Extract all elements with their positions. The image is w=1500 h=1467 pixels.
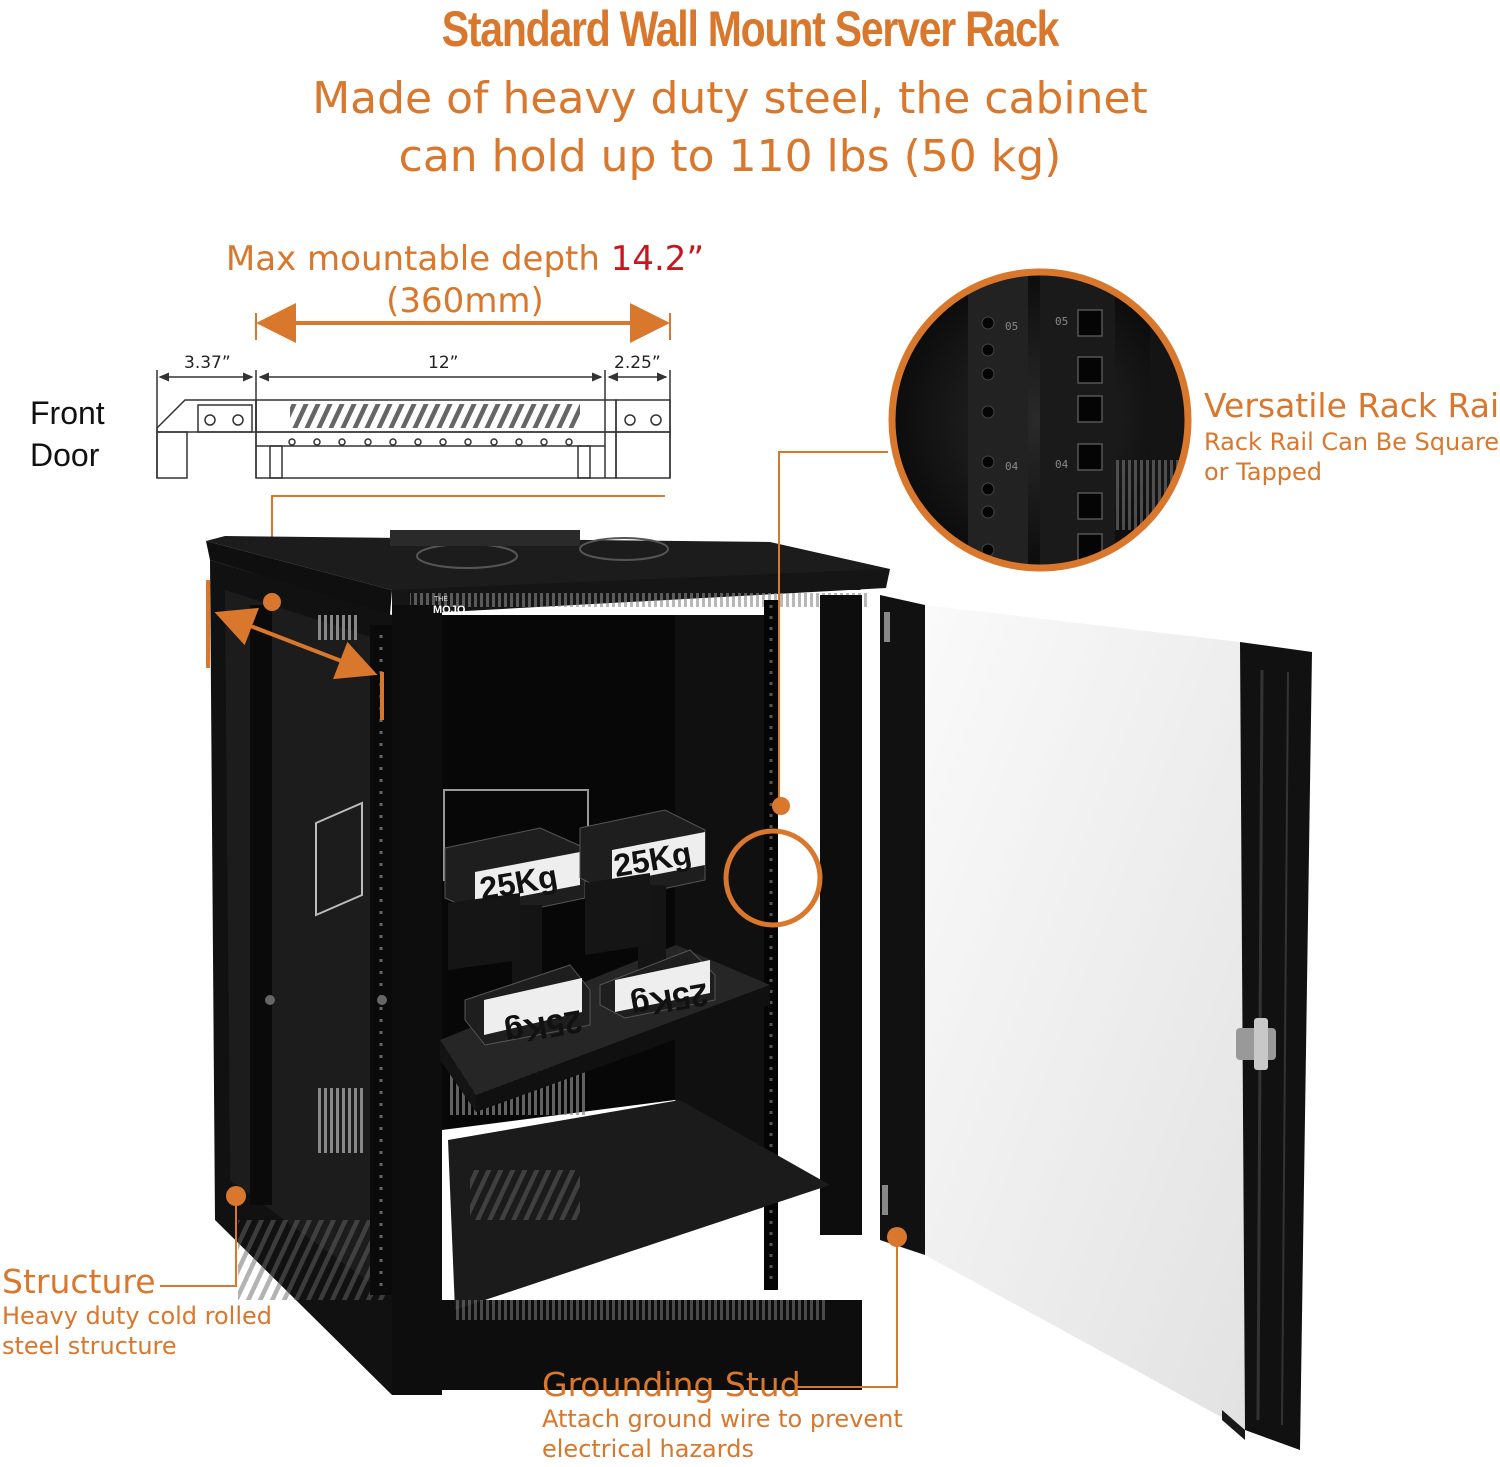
weight-right <box>579 809 716 1019</box>
subtitle-line-1: Made of heavy duty steel, the cabinet <box>312 73 1148 124</box>
page-subtitle: Made of heavy duty steel, the cabinet ca… <box>250 70 1210 186</box>
depth-arrow <box>255 303 671 343</box>
structure-callout: Structure Heavy duty cold rolled steel s… <box>2 1262 272 1361</box>
subtitle-line-2: can hold up to 110 lbs (50 kg) <box>398 131 1062 182</box>
grounding-desc-2: electrical hazards <box>542 1435 754 1463</box>
brand-small-text: THE <box>434 596 448 603</box>
glass-door <box>880 595 1312 1450</box>
front-door-line-2: Door <box>30 437 100 473</box>
dim-left-text: 3.37” <box>184 353 231 373</box>
dimension-schematic <box>156 370 671 479</box>
rack-rail-callout: Versatile Rack Rail Rack Rail Can Be Squ… <box>1204 386 1500 487</box>
rail-number-05b: 05 <box>1055 315 1068 328</box>
rack-rail-desc-2: or Tapped <box>1204 458 1323 486</box>
front-door-line-1: Front <box>30 395 105 431</box>
rail-number-04b: 04 <box>1055 458 1069 471</box>
dim-right-text: 2.25” <box>614 353 661 373</box>
page-title: Standard Wall Mount Server Rack <box>441 1 1060 57</box>
grounding-title: Grounding Stud <box>542 1365 801 1404</box>
depth-label-prefix: Max mountable depth <box>225 239 600 279</box>
dim-mid-text: 12” <box>428 353 459 373</box>
grounding-pointer <box>797 1227 907 1388</box>
grounding-callout: Grounding Stud Attach ground wire to pre… <box>542 1365 903 1464</box>
structure-desc-1: Heavy duty cold rolled <box>2 1302 273 1330</box>
depth-value: 14.2” <box>610 239 705 279</box>
depth-label: Max mountable depth 14.2” (360mm) <box>200 238 730 322</box>
cabinet-body <box>206 530 890 1395</box>
grounding-desc-1: Attach ground wire to prevent <box>542 1405 903 1433</box>
rail-number-05a: 05 <box>1005 320 1018 333</box>
brand-logo-text: MOJO <box>433 604 466 616</box>
rack-rail-desc-1: Rack Rail Can Be Square <box>1204 428 1500 456</box>
front-door-label: Front Door <box>30 392 105 476</box>
structure-depth-arrow <box>206 580 384 720</box>
rail-number-04a: 04 <box>1005 460 1019 473</box>
rack-rail-zoom: 05 05 04 04 <box>888 268 1192 572</box>
rack-rail-title: Versatile Rack Rail <box>1204 386 1500 425</box>
structure-title: Structure <box>2 1262 156 1301</box>
weight-left <box>444 827 591 1046</box>
structure-pointer <box>160 1186 246 1287</box>
rack-rail-pointer <box>723 451 888 928</box>
structure-desc-2: steel structure <box>2 1332 177 1360</box>
